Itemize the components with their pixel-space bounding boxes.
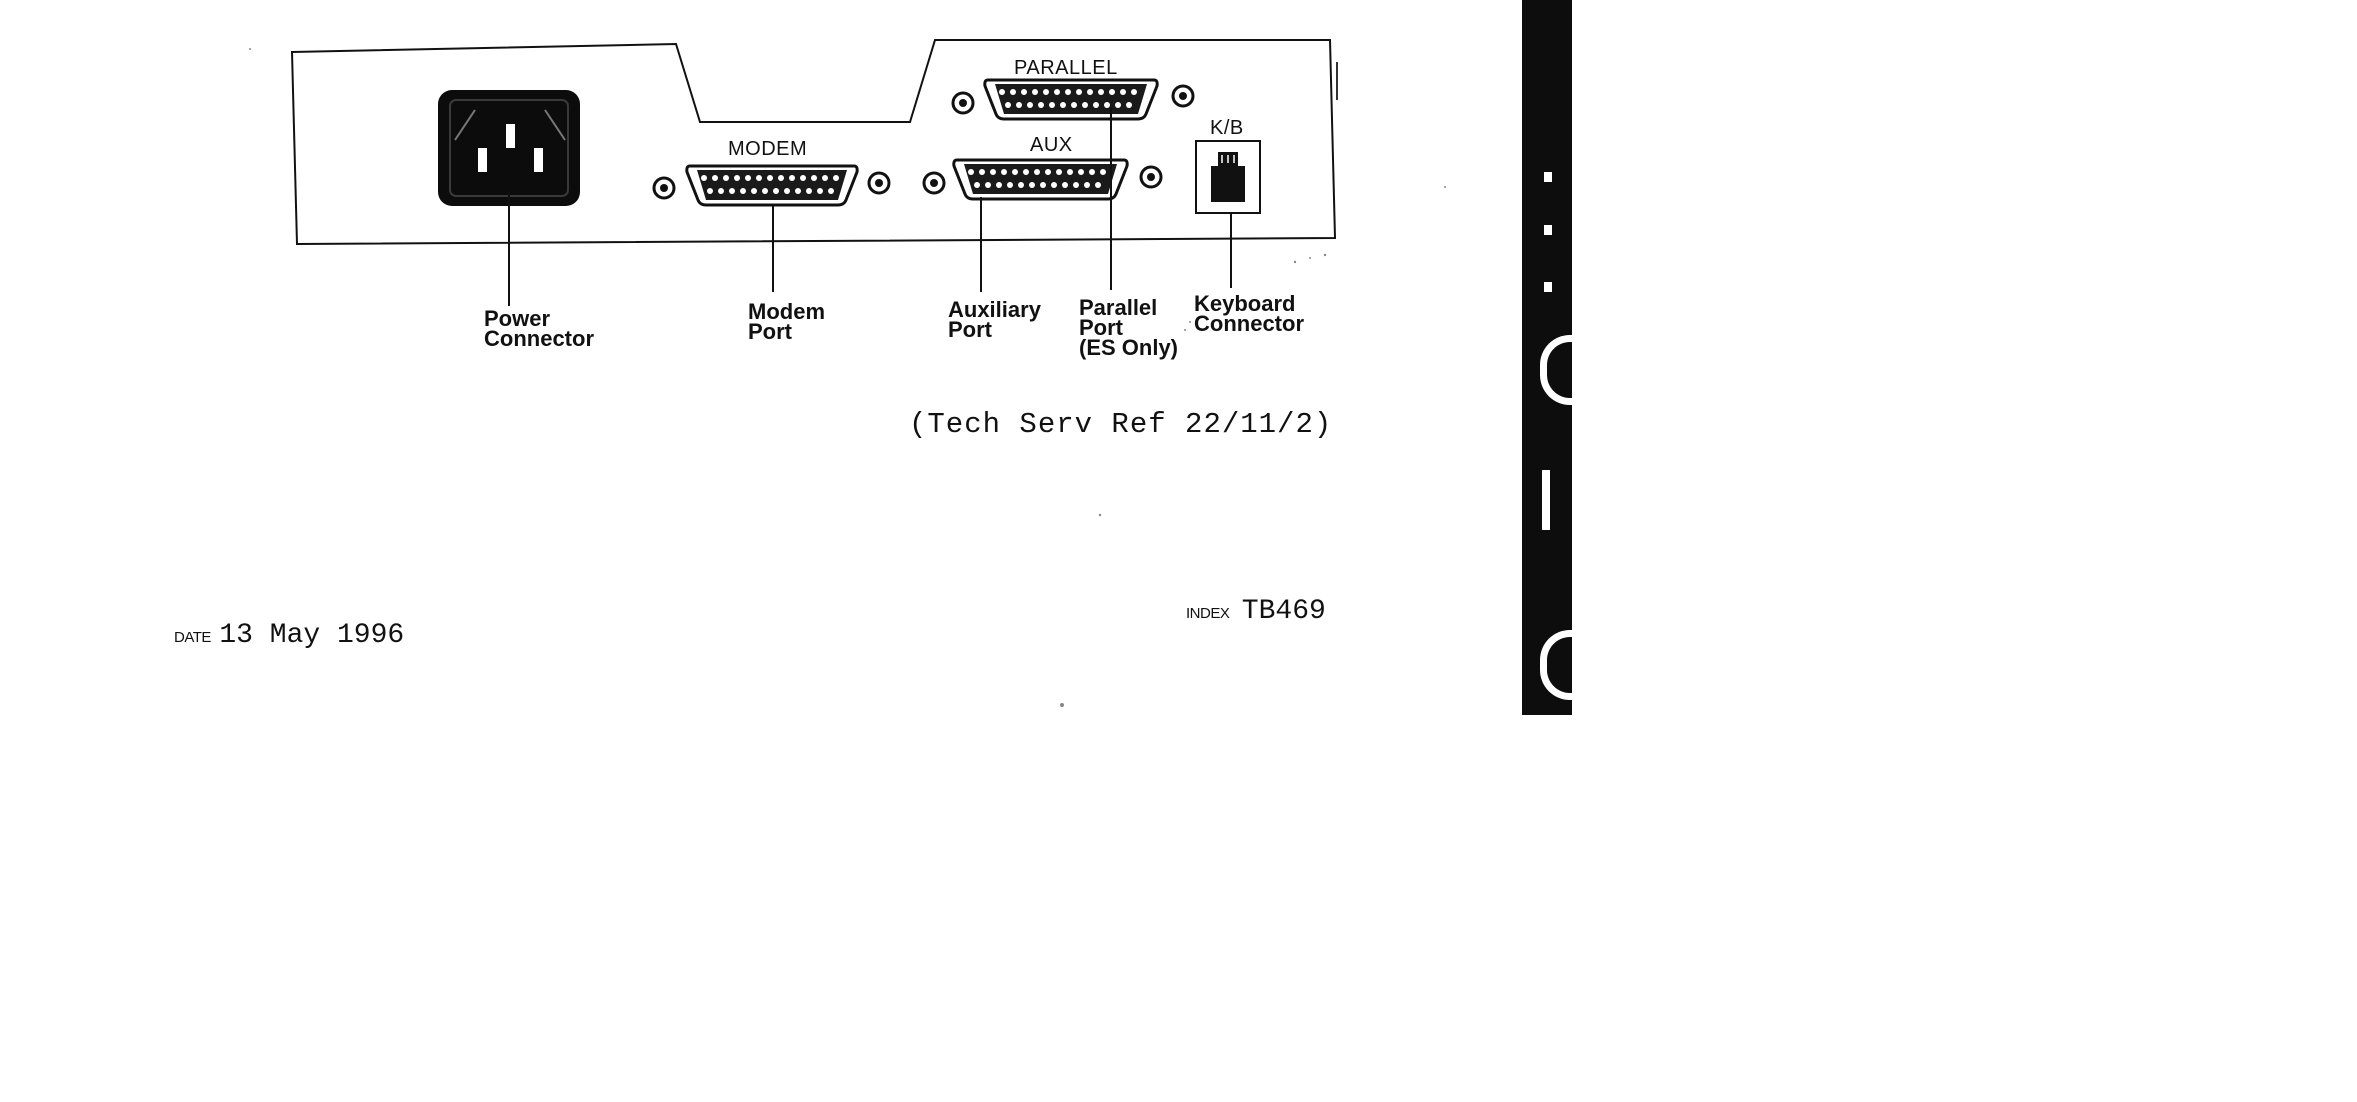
parallel-label: PARALLEL <box>1014 57 1118 79</box>
callout-line: Port <box>948 317 992 342</box>
callout-line: Connector <box>484 326 594 351</box>
strip-glyph <box>1540 335 1572 405</box>
date-value: 13 May 1996 <box>219 620 405 651</box>
callout-line: Parallel <box>1079 295 1158 320</box>
scan-speckle <box>249 48 1446 707</box>
callout-line: Keyboard <box>1194 291 1296 316</box>
power-connector-callout: Power Connector <box>484 306 594 351</box>
parallel-port-callout: Parallel Port (ES Only) <box>1079 295 1179 360</box>
index-value: TB469 <box>1241 596 1326 627</box>
tech-serv-reference: (Tech Serv Ref 22/11/2) <box>909 408 1333 441</box>
strip-dot <box>1544 282 1552 292</box>
index-block: INDEX TB469 <box>1186 596 1326 627</box>
modem-port-icon <box>652 164 891 207</box>
edge-mark <box>1336 62 1338 100</box>
strip-glyph <box>1540 630 1572 700</box>
callout-leaders <box>508 108 1232 306</box>
strip-glyph <box>1542 470 1550 530</box>
index-label: INDEX <box>1186 605 1230 622</box>
power-connector-icon <box>438 90 580 206</box>
strip-dot <box>1544 172 1552 182</box>
auxiliary-port-callout: Auxiliary Port <box>948 297 1041 342</box>
date-label: DATE <box>174 629 211 646</box>
kb-label: K/B <box>1210 117 1244 139</box>
aux-port-icon <box>922 158 1163 201</box>
date-block: DATE 13 May 1996 <box>174 620 404 651</box>
callout-line: Port <box>748 319 792 344</box>
callout-line: Power <box>484 306 551 331</box>
callout-line: Connector <box>1194 311 1304 336</box>
keyboard-connector-icon <box>1195 140 1261 214</box>
strip-dot <box>1544 225 1552 235</box>
parallel-port-icon <box>951 78 1195 121</box>
callout-line: Auxiliary <box>948 297 1041 322</box>
callout-line: (ES Only) <box>1079 335 1179 360</box>
keyboard-connector-callout: Keyboard Connector <box>1194 291 1304 336</box>
callout-line: Port <box>1079 315 1123 340</box>
modem-label: MODEM <box>728 138 808 160</box>
modem-port-callout: Modem Port <box>748 299 825 344</box>
binding-edge-strip <box>1522 0 1572 715</box>
rear-panel-diagram <box>249 39 1446 707</box>
aux-label: AUX <box>1030 134 1073 156</box>
callout-line: Modem <box>748 299 825 324</box>
